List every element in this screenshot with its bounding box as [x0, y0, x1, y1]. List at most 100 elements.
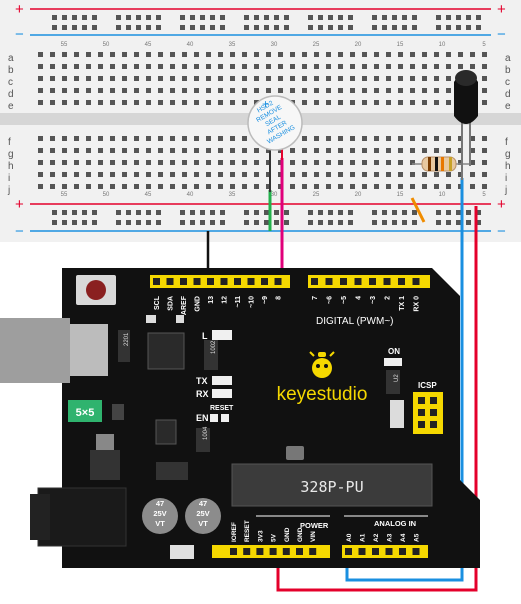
rail-hole — [62, 25, 67, 30]
breadboard-hole — [254, 148, 259, 153]
breadboard-hole — [434, 148, 439, 153]
breadboard-hole — [302, 172, 307, 177]
rail-hole — [466, 210, 471, 215]
breadboard-hole — [266, 148, 271, 153]
row-letter: g — [8, 149, 14, 160]
breadboard-hole — [362, 184, 367, 189]
breadboard-hole — [98, 160, 103, 165]
rail-hole — [372, 220, 377, 225]
brand-text: keyestudio — [277, 384, 368, 405]
breadboard-hole — [134, 52, 139, 57]
breadboard-hole — [326, 52, 331, 57]
rail-hole — [180, 15, 185, 20]
rail-hole — [254, 25, 259, 30]
top-header-pin — [247, 278, 255, 285]
on-led — [384, 358, 402, 366]
breadboard-hole — [122, 172, 127, 177]
breadboard-hole — [134, 184, 139, 189]
breadboard-hole — [182, 100, 187, 105]
breadboard-hole — [290, 52, 295, 57]
rail-hole — [244, 25, 249, 30]
analog-pin-label: A3 — [387, 533, 394, 542]
breadboard-hole — [206, 184, 211, 189]
buzzer-body — [247, 95, 303, 151]
breadboard-hole — [110, 100, 115, 105]
rail-plus-top-left: + — [15, 1, 24, 18]
breadboard-hole — [302, 76, 307, 81]
rail-hole — [180, 220, 185, 225]
breadboard-hole — [134, 172, 139, 177]
breadboard-hole — [74, 160, 79, 165]
rail-hole — [382, 25, 387, 30]
rail-hole — [136, 15, 141, 20]
rail-hole — [348, 15, 353, 20]
row-letter: e — [505, 101, 511, 112]
breadboard-hole — [254, 76, 259, 81]
analog-label: ANALOG IN — [374, 519, 416, 528]
breadboard-hole — [446, 148, 451, 153]
breadboard-hole — [242, 52, 247, 57]
analog-header-pin — [399, 548, 406, 555]
breadboard-hole — [266, 172, 271, 177]
breadboard-hole — [38, 172, 43, 177]
breadboard-hole — [206, 172, 211, 177]
top-header-pin — [325, 278, 333, 285]
column-number: 35 — [229, 192, 236, 198]
breadboard-hole — [182, 184, 187, 189]
breadboard-hole — [290, 172, 295, 177]
breadboard-hole — [38, 52, 43, 57]
top-header-pin — [340, 278, 347, 285]
breadboard-hole — [302, 52, 307, 57]
breadboard-hole — [122, 184, 127, 189]
rail-hole — [348, 25, 353, 30]
breadboard-hole — [446, 52, 451, 57]
breadboard-hole — [230, 64, 235, 69]
breadboard-hole — [410, 160, 415, 165]
rail-hole — [200, 210, 205, 215]
breadboard-hole — [302, 64, 307, 69]
rail-hole — [412, 220, 417, 225]
rail-hole — [348, 220, 353, 225]
top-header-pin — [220, 278, 228, 285]
rail-hole — [328, 210, 333, 215]
breadboard-hole — [362, 52, 367, 57]
breadboard-hole — [434, 136, 439, 141]
breadboard-hole — [230, 100, 235, 105]
rail-hole — [402, 210, 407, 215]
rail-hole — [220, 25, 225, 30]
breadboard-hole — [374, 76, 379, 81]
rail-hole — [82, 210, 87, 215]
breadboard-hole — [326, 64, 331, 69]
rail-hole — [328, 15, 333, 20]
breadboard-hole — [422, 172, 427, 177]
power-label: POWER — [300, 521, 329, 530]
breadboard-hole — [50, 100, 55, 105]
rail-hole — [72, 25, 77, 30]
breadboard-hole — [446, 172, 451, 177]
top-header-pin — [369, 278, 376, 285]
rail-hole — [446, 210, 451, 215]
column-number: 15 — [397, 42, 404, 48]
breadboard-hole — [410, 136, 415, 141]
breadboard-hole — [206, 76, 211, 81]
breadboard-hole — [62, 160, 67, 165]
breadboard-hole — [458, 136, 463, 141]
breadboard-hole — [50, 148, 55, 153]
column-number: 5 — [482, 42, 486, 48]
breadboard-hole — [254, 64, 259, 69]
breadboard-hole — [218, 64, 223, 69]
reset-button[interactable] — [86, 280, 106, 300]
breadboard-hole — [290, 64, 295, 69]
breadboard-hole — [74, 172, 79, 177]
top-header-pin-label: SCL — [154, 295, 161, 310]
top-header-pin-label: 2 — [385, 296, 392, 300]
breadboard-hole — [326, 148, 331, 153]
breadboard-hole — [110, 148, 115, 153]
breadboard-hole — [182, 52, 187, 57]
breadboard-hole — [182, 88, 187, 93]
rail-hole — [318, 25, 323, 30]
breadboard-hole — [50, 136, 55, 141]
breadboard-hole — [86, 184, 91, 189]
breadboard-hole — [62, 172, 67, 177]
